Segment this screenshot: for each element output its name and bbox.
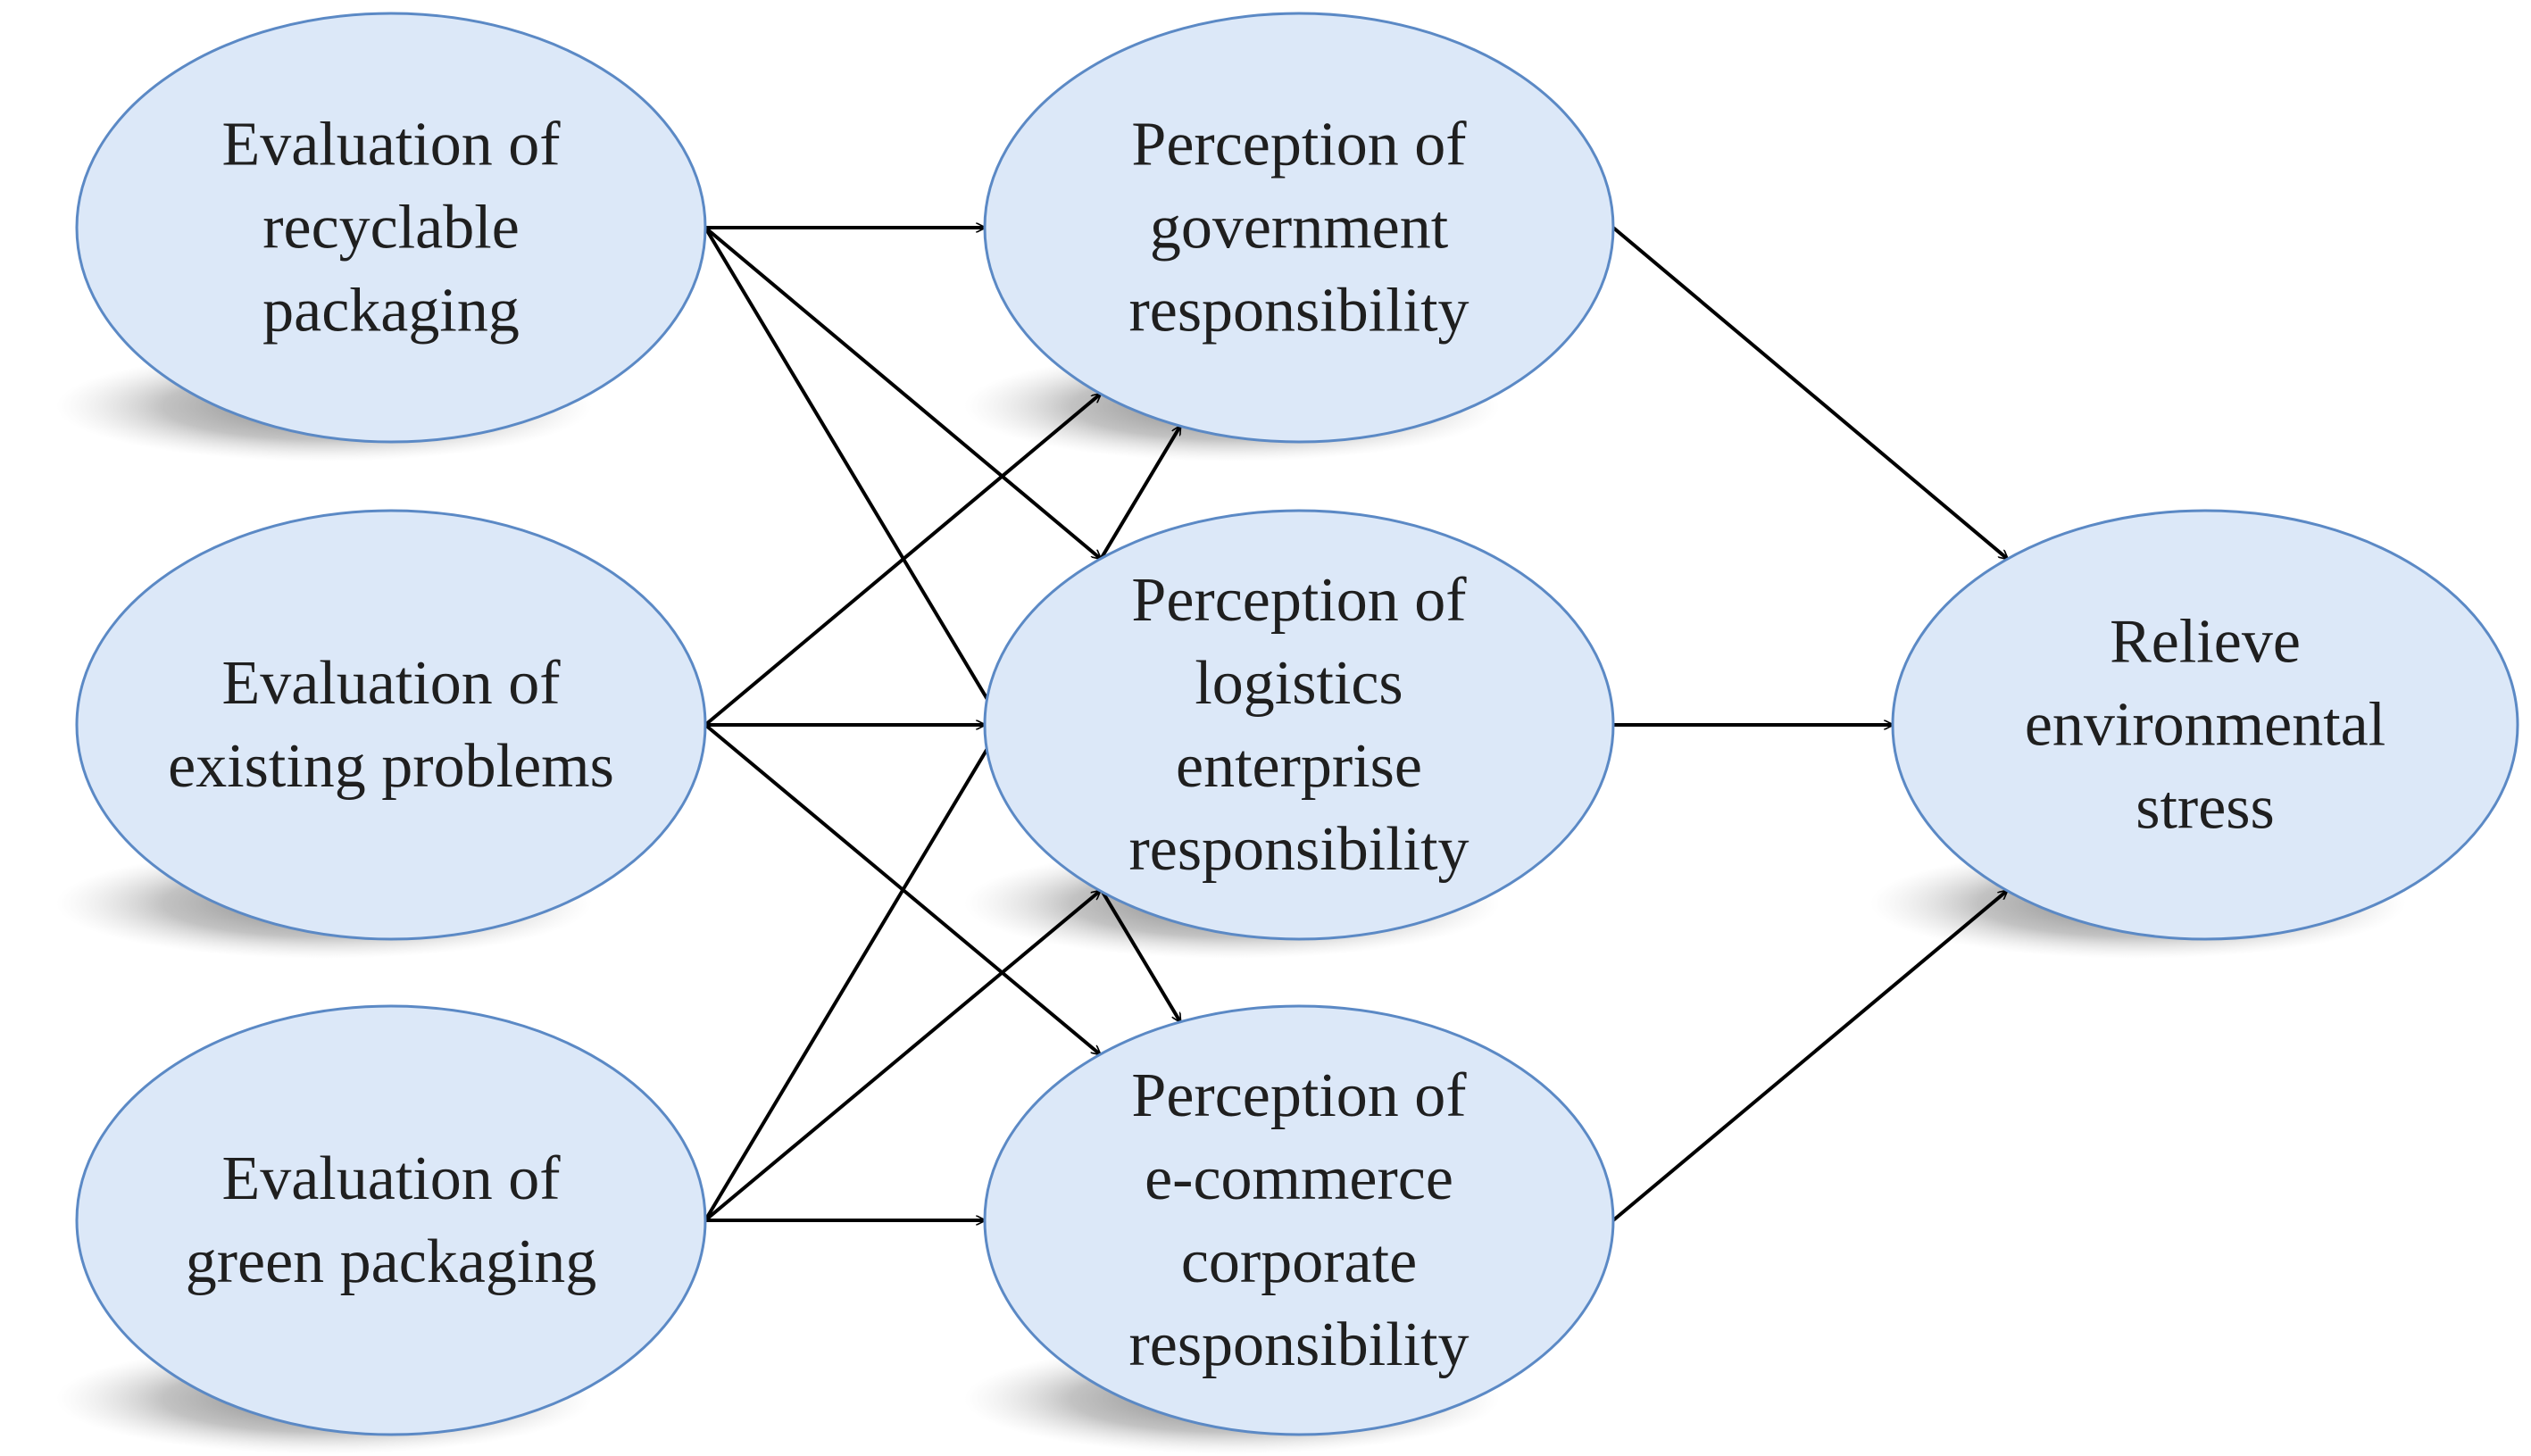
node-label-relieve-line-0: Relieve <box>2110 608 2301 677</box>
node-label-relieve-line-1: environmental <box>2025 691 2385 760</box>
node-label-logistics-line-3: responsibility <box>1128 815 1469 884</box>
node-government: Perception of government responsibility <box>983 12 1615 444</box>
node-label-logistics-line-2: enterprise <box>1176 732 1422 801</box>
node-label-ecommerce-line-2: corporate <box>1181 1227 1417 1296</box>
edge-existing-to-government <box>704 394 1101 727</box>
node-label-recyclable-line-2: packaging <box>262 277 520 345</box>
node-ellipse-ecommerce <box>983 1004 1615 1436</box>
node-label-logistics-line-1: logistics <box>1195 649 1403 718</box>
node-ellipse-existing <box>75 509 707 941</box>
node-ellipse-green <box>75 1004 707 1436</box>
node-label-green-line-1: green packaging <box>186 1227 597 1296</box>
node-ecommerce: Perception of e-commerce corporate responsi… <box>983 1004 1615 1436</box>
node-label-government-line-0: Perception of <box>1131 111 1467 179</box>
edge-green-to-logistics <box>704 891 1100 1222</box>
node-label-ecommerce-line-0: Perception of <box>1131 1061 1467 1130</box>
node-label-logistics-line-0: Perception of <box>1131 566 1467 635</box>
node-ellipse-government <box>983 12 1615 444</box>
node-relieve: Relieve environmental stress <box>1891 509 2519 941</box>
edge-ecommerce-to-relieve <box>1611 891 2007 1222</box>
node-ellipse-recyclable <box>75 12 707 444</box>
node-existing: Evaluation of existing problems <box>75 509 707 941</box>
node-label-existing-line-1: existing problems <box>168 732 614 801</box>
node-label-existing-line-0: Evaluation of <box>221 649 561 718</box>
node-label-ecommerce-line-3: responsibility <box>1128 1310 1469 1379</box>
node-label-relieve-line-2: stress <box>2136 774 2275 843</box>
node-green: Evaluation of green packaging <box>75 1004 707 1436</box>
node-label-government-line-1: government <box>1150 194 1449 262</box>
edge-recyclable-to-logistics <box>704 226 1101 559</box>
node-ellipse-logistics <box>983 509 1615 941</box>
node-label-government-line-2: responsibility <box>1128 277 1469 345</box>
node-label-recyclable-line-0: Evaluation of <box>221 111 561 179</box>
node-recyclable: Evaluation of recyclable packaging <box>75 12 707 444</box>
node-label-ecommerce-line-1: e-commerce <box>1145 1144 1453 1213</box>
node-logistics: Perception of logistics enterprise responsi… <box>983 509 1615 941</box>
node-ellipse-relieve <box>1891 509 2519 941</box>
edge-government-to-relieve <box>1611 226 2008 559</box>
node-label-green-line-0: Evaluation of <box>221 1144 561 1213</box>
node-label-recyclable-line-1: recyclable <box>262 194 520 262</box>
